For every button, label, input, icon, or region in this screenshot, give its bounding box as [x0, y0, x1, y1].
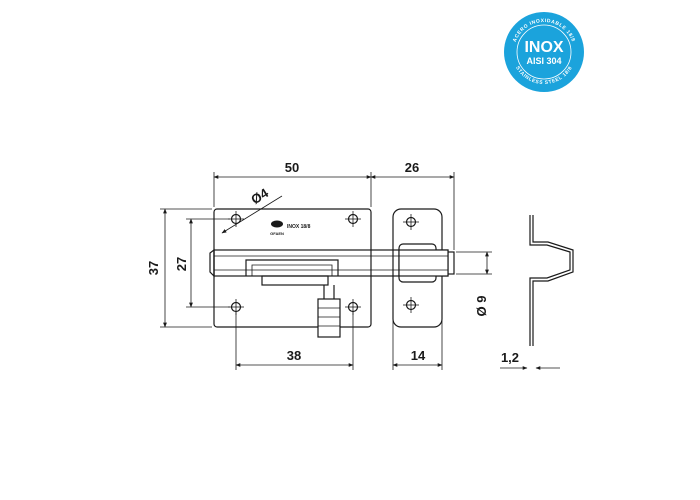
dim-bolt-diameter: Ø 9	[474, 296, 489, 317]
dim-hole-diameter: Ø4	[248, 185, 271, 207]
keeper	[392, 208, 449, 328]
dim-thickness: 1,2	[501, 350, 519, 365]
sliding-bolt	[209, 248, 455, 338]
dim-keeper-hole-spacing: 14	[411, 348, 426, 363]
dim-keeper-width: 26	[405, 160, 419, 175]
dimension-lines	[160, 172, 560, 370]
dim-hole-spacing-vertical: 27	[174, 257, 189, 271]
badge-brand: INOX	[524, 39, 563, 56]
plate-marking: INOX 18/8	[287, 224, 311, 230]
maker-logo	[271, 220, 283, 228]
badge-circle	[504, 12, 584, 92]
dim-plate-height: 37	[146, 261, 161, 275]
bolt-knob	[317, 298, 341, 338]
maker-logo-text: GFAEN	[270, 231, 284, 236]
dim-plate-width: 50	[285, 160, 299, 175]
dim-hole-spacing-horizontal: 38	[287, 348, 301, 363]
base-plate: GFAEN INOX 18/8	[213, 208, 372, 328]
side-profile	[529, 215, 574, 346]
inox-badge: ACERO INOXIDABLE 18/8 STAINLESS STEEL 18…	[504, 12, 584, 92]
badge-grade: AISI 304	[526, 56, 561, 66]
